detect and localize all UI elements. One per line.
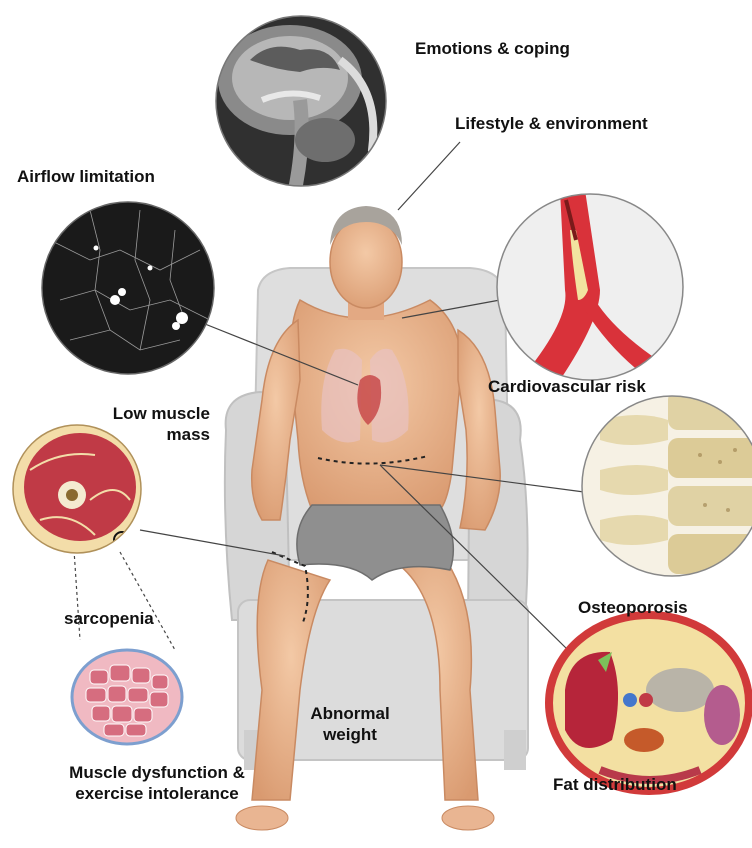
brain-mri-icon xyxy=(210,10,400,200)
artery-plaque-icon xyxy=(497,190,690,380)
label-fat-distribution: Fat distribution xyxy=(553,774,677,795)
label-low-muscle-line2: mass xyxy=(80,424,210,445)
label-osteoporosis: Osteoporosis xyxy=(578,597,688,618)
label-muscle-dysfunction: Muscle dysfunction & exercise intoleranc… xyxy=(40,762,274,804)
label-lifestyle-environment: Lifestyle & environment xyxy=(455,113,648,134)
label-abnormal-weight: Abnormal weight xyxy=(302,703,398,745)
spine-vertebrae-icon xyxy=(582,390,752,576)
label-muscle-dys-line2: exercise intolerance xyxy=(40,783,274,804)
label-low-muscle-line1: Low muscle xyxy=(80,403,210,424)
label-abnormal-line2: weight xyxy=(302,724,398,745)
label-muscle-dys-line1: Muscle dysfunction & xyxy=(40,762,274,783)
label-emotions-coping: Emotions & coping xyxy=(415,38,570,59)
muscle-fibers-icon xyxy=(72,650,182,744)
lung-ct-icon xyxy=(42,202,214,374)
label-cardiovascular-risk: Cardiovascular risk xyxy=(488,376,646,397)
label-sarcopenia: sarcopenia xyxy=(64,608,154,629)
abdomen-cross-section-icon xyxy=(549,615,749,791)
label-abnormal-line1: Abnormal xyxy=(302,703,398,724)
label-low-muscle-mass: Low muscle mass xyxy=(80,403,210,445)
label-airflow-limitation: Airflow limitation xyxy=(17,166,155,187)
